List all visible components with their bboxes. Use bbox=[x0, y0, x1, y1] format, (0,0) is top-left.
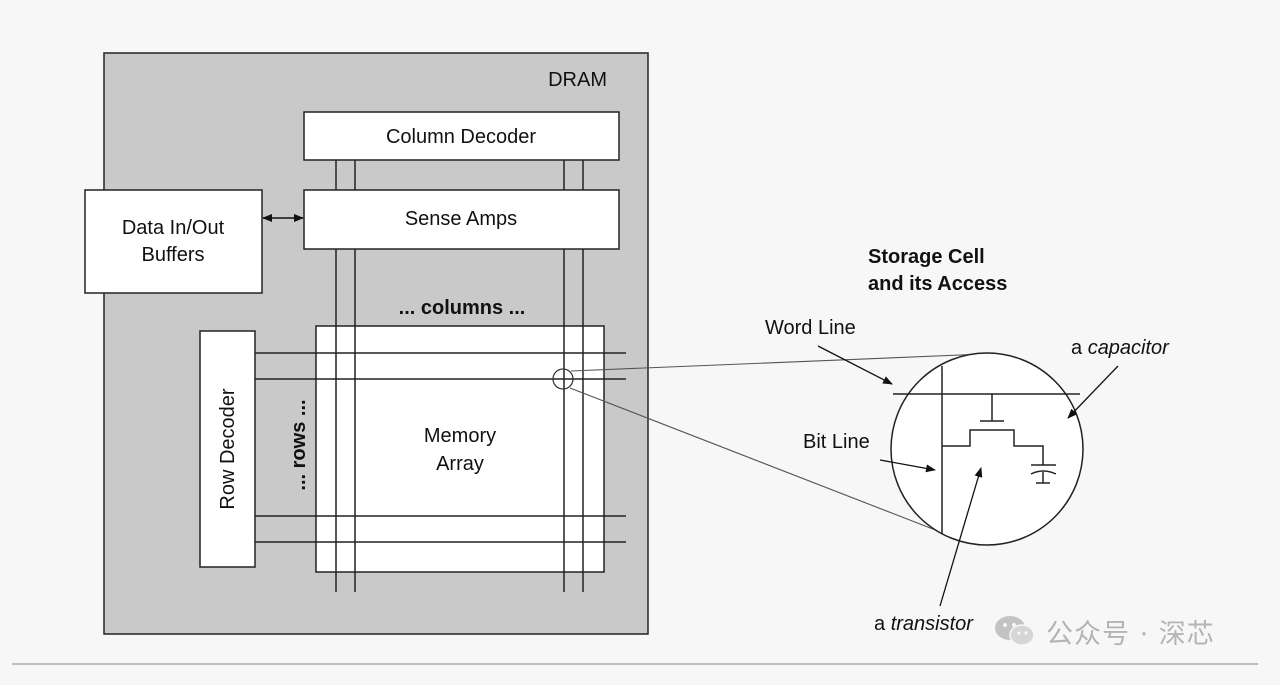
storage-cell-zoom bbox=[890, 352, 1084, 546]
transistor-arrow bbox=[939, 467, 983, 607]
transistor-symbol bbox=[942, 394, 1044, 465]
columns-label: ... columns ... bbox=[399, 297, 526, 319]
watermark: 公众号 · 深芯 bbox=[994, 611, 1215, 651]
word-lines bbox=[255, 352, 626, 543]
capacitor-symbol bbox=[1030, 464, 1057, 484]
data-buffers-label-1: Data In/Out bbox=[122, 217, 225, 239]
bit-lines-over-array bbox=[335, 326, 584, 572]
capacitor-word: capacitor bbox=[1088, 337, 1170, 359]
column-decoder-label: Column Decoder bbox=[386, 126, 536, 148]
capacitor-arrow bbox=[1067, 365, 1119, 419]
transistor-prefix: a bbox=[874, 613, 891, 635]
cell-highlight-circle bbox=[552, 368, 574, 390]
capacitor-prefix: a bbox=[1071, 337, 1088, 359]
watermark-text: 公众号 · 深芯 bbox=[1046, 618, 1215, 650]
storage-cell-heading-1: Storage Cell bbox=[868, 246, 985, 268]
transistor-word: transistor bbox=[891, 613, 975, 635]
rows-label: ... rows ... bbox=[288, 399, 310, 490]
zoom-line-bottom bbox=[569, 387, 957, 539]
zoom-line-top bbox=[570, 353, 986, 372]
memory-array-box bbox=[315, 325, 605, 573]
bit-line-arrow bbox=[879, 459, 936, 473]
data-buffers-label-2: Buffers bbox=[142, 244, 205, 266]
capacitor-label: a capacitor bbox=[1071, 337, 1170, 359]
word-line-arrow bbox=[817, 345, 893, 385]
memory-array-label-1: Memory bbox=[424, 425, 496, 447]
transistor-label: a transistor bbox=[874, 613, 974, 635]
wechat-icon bbox=[995, 616, 1035, 646]
sense-amps-label: Sense Amps bbox=[405, 208, 517, 230]
dram-title: DRAM bbox=[548, 69, 607, 91]
storage-cell-heading-2: and its Access bbox=[868, 273, 1007, 295]
word-line-label: Word Line bbox=[765, 317, 856, 339]
column-decoder-box bbox=[303, 111, 620, 161]
data-buffers-box bbox=[84, 189, 263, 294]
sense-amps-box bbox=[303, 189, 620, 250]
bit-line-label: Bit Line bbox=[803, 431, 870, 453]
row-decoder-label: Row Decoder bbox=[217, 388, 239, 510]
row-decoder-box bbox=[199, 330, 256, 568]
memory-array-label-2: Array bbox=[436, 453, 484, 475]
storage-cell-circle bbox=[890, 352, 1084, 546]
